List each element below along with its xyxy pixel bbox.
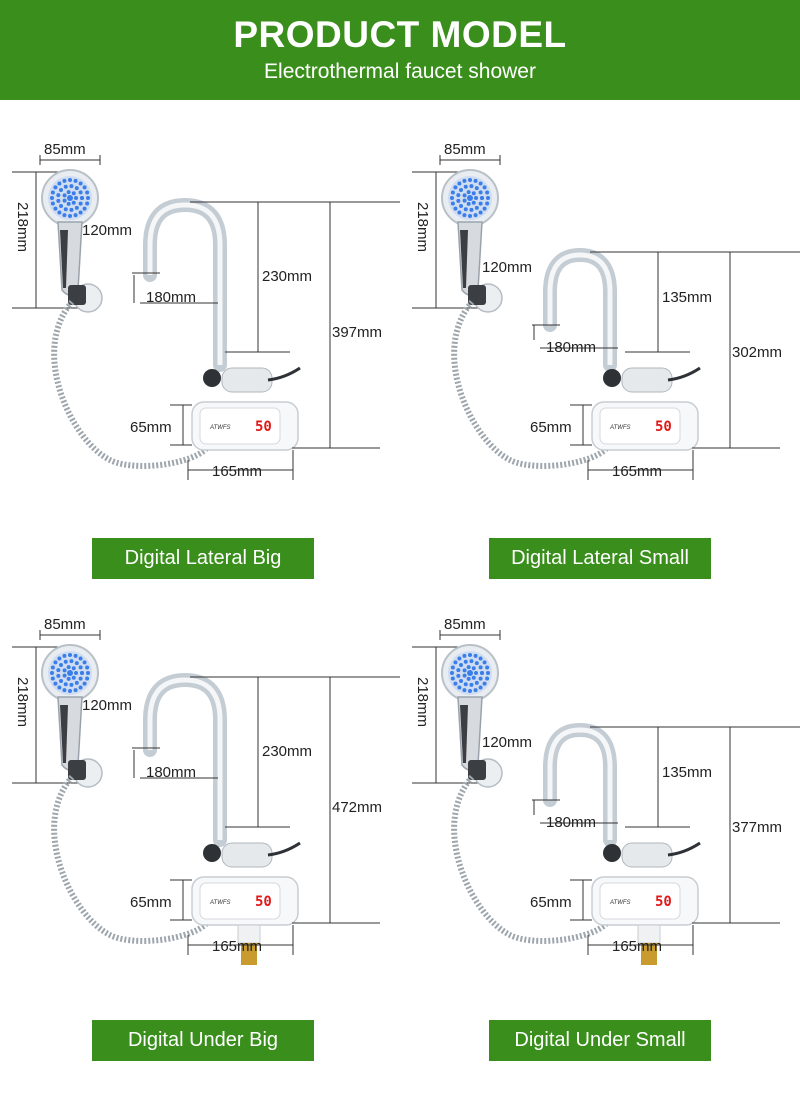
brass-connector xyxy=(641,943,657,965)
label-spout-drop: 120mm xyxy=(82,697,133,714)
holder-clip xyxy=(468,285,486,305)
display-panel xyxy=(199,882,281,920)
brand-label: ATWFS xyxy=(609,425,631,431)
panel-digital-under-small: 50 ATWFS 85mm 218mm 120mm 180mm 135mm 377mm 65mm… xyxy=(400,595,800,1061)
label-shower-width: 85mm xyxy=(44,141,86,158)
knob-icon xyxy=(203,844,221,862)
label-spout-height: 135mm xyxy=(662,289,713,306)
label-body-height: 65mm xyxy=(530,894,572,911)
label-body-width: 165mm xyxy=(612,938,663,955)
label-spout-drop: 120mm xyxy=(82,222,133,239)
label-shower-width: 85mm xyxy=(444,616,486,633)
display-panel xyxy=(599,407,681,445)
page-title: PRODUCT MODEL xyxy=(233,14,567,55)
model-label: Digital Lateral Big xyxy=(92,538,314,579)
faucet-icon xyxy=(143,197,227,372)
label-spout-reach: 180mm xyxy=(546,814,597,831)
label-spout-drop: 120mm xyxy=(482,734,533,751)
shower-head-icon xyxy=(41,169,99,227)
faucet-diagram: 50 ATWFS xyxy=(412,630,800,965)
label-spout-height: 230mm xyxy=(262,268,313,285)
model-label: Digital Under Small xyxy=(489,1020,711,1061)
panel-digital-under-big: 50 ATWFS 85mm 218mm 120mm 180mm 230mm 472mm 65mm… xyxy=(0,595,400,1061)
holder-clip xyxy=(68,285,86,305)
knob-icon xyxy=(603,369,621,387)
model-label: Digital Lateral Small xyxy=(489,538,711,579)
valve-housing xyxy=(221,367,273,393)
label-body-width: 165mm xyxy=(212,938,263,955)
temperature-display: 50 xyxy=(655,894,672,910)
header-banner: PRODUCT MODEL Electrothermal faucet show… xyxy=(0,0,800,100)
temperature-display: 50 xyxy=(655,419,672,435)
hose-icon xyxy=(451,775,614,944)
holder-clip xyxy=(68,760,86,780)
brand-label: ATWFS xyxy=(209,425,231,431)
label-body-height: 65mm xyxy=(530,419,572,436)
temperature-display: 50 xyxy=(255,419,272,435)
faucet-diagram: 50 ATWFS xyxy=(412,155,800,480)
label-shower-height: 218mm xyxy=(414,677,431,728)
label-spout-height: 135mm xyxy=(662,764,713,781)
faucet-diagram: 50 ATWFS xyxy=(12,630,400,965)
label-spout-reach: 180mm xyxy=(546,339,597,356)
brand-label: ATWFS xyxy=(609,900,631,906)
label-shower-height: 218mm xyxy=(14,677,31,728)
power-cord xyxy=(667,841,701,857)
label-spout-reach: 180mm xyxy=(146,289,197,306)
label-shower-width: 85mm xyxy=(444,141,486,158)
label-total-height: 397mm xyxy=(332,324,383,341)
temperature-display: 50 xyxy=(255,894,272,910)
shower-handle-grip xyxy=(60,705,68,763)
label-spout-drop: 120mm xyxy=(482,259,533,276)
hose-icon xyxy=(51,775,214,944)
valve-housing xyxy=(221,842,273,868)
display-panel xyxy=(599,882,681,920)
shower-handle-grip xyxy=(460,705,468,763)
power-cord xyxy=(267,366,301,382)
display-panel xyxy=(199,407,281,445)
diagram-group: 50 ATWFS xyxy=(412,155,800,480)
label-spout-reach: 180mm xyxy=(146,764,197,781)
shower-head-icon xyxy=(441,169,499,227)
label-shower-height: 218mm xyxy=(414,202,431,253)
diagram-group: 50 ATWFS xyxy=(12,630,400,965)
diagram-group: 50 ATWFS xyxy=(412,630,800,965)
page-subtitle: Electrothermal faucet shower xyxy=(264,60,536,83)
brand-label: ATWFS xyxy=(209,900,231,906)
panel-digital-lateral-big: 50 ATWFS 85mm 218mm 120mm 180mm 230mm 397mm 65mm… xyxy=(0,120,400,579)
power-cord xyxy=(667,366,701,382)
shower-handle-grip xyxy=(60,230,68,288)
label-shower-width: 85mm xyxy=(44,616,86,633)
shower-handle-grip xyxy=(460,230,468,288)
faucet-icon xyxy=(543,247,617,372)
label-total-height: 302mm xyxy=(732,344,783,361)
label-body-height: 65mm xyxy=(130,419,172,436)
hose-icon xyxy=(51,300,214,469)
faucet-diagram: 50 ATWFS xyxy=(12,155,400,480)
brass-connector xyxy=(241,943,257,965)
model-label: Digital Under Big xyxy=(92,1020,314,1061)
label-body-width: 165mm xyxy=(212,463,263,480)
valve-housing xyxy=(621,842,673,868)
knob-icon xyxy=(203,369,221,387)
label-spout-height: 230mm xyxy=(262,743,313,760)
label-body-height: 65mm xyxy=(130,894,172,911)
shower-head-icon xyxy=(441,644,499,702)
label-total-height: 472mm xyxy=(332,799,383,816)
faucet-icon xyxy=(143,672,227,847)
shower-head-icon xyxy=(41,644,99,702)
panel-digital-lateral-small: 50 ATWFS 85mm 218mm 120mm 180mm 135mm 302mm 65mm… xyxy=(400,120,800,579)
label-body-width: 165mm xyxy=(612,463,663,480)
valve-housing xyxy=(621,367,673,393)
power-cord xyxy=(267,841,301,857)
label-shower-height: 218mm xyxy=(14,202,31,253)
diagram-group: 50 ATWFS xyxy=(12,155,400,480)
faucet-icon xyxy=(543,722,617,847)
knob-icon xyxy=(603,844,621,862)
hose-icon xyxy=(451,300,614,469)
holder-clip xyxy=(468,760,486,780)
label-total-height: 377mm xyxy=(732,819,783,836)
